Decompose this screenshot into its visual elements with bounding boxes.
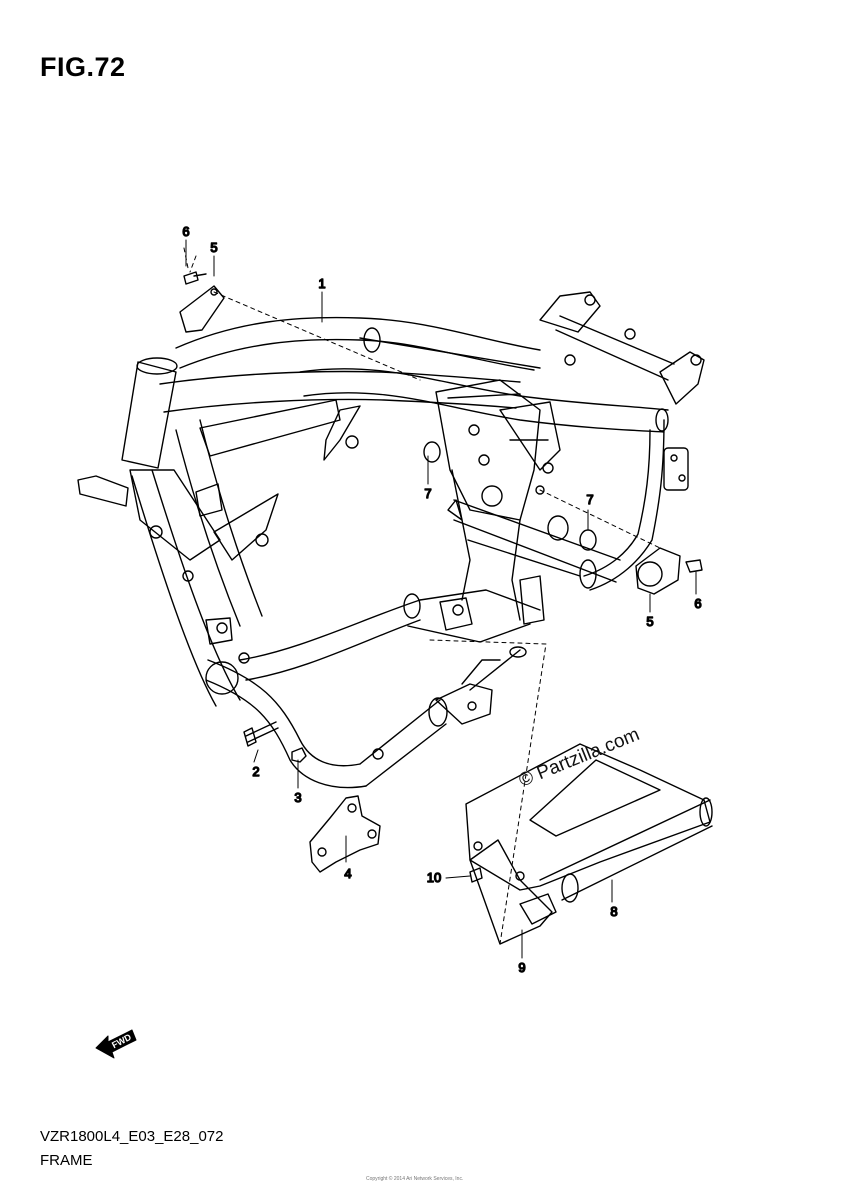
callout-9-guard: 9 xyxy=(518,960,525,975)
callout-7-right-plug: 7 xyxy=(586,492,593,507)
bracket-part-4 xyxy=(309,795,381,873)
callout-4-bracket: 4 xyxy=(344,866,351,881)
callout-7-left-plug: 7 xyxy=(424,486,431,501)
model-code: VZR1800L4_E03_E28_072 xyxy=(40,1128,224,1145)
left-frame-cap-assembly xyxy=(179,271,225,333)
reference-dashed-lines xyxy=(183,247,661,945)
callout-2-bolt: 2 xyxy=(252,764,259,779)
forward-arrow-icon: FWD xyxy=(95,1029,137,1059)
left-frame-plug xyxy=(423,441,441,463)
callout-5-left-cap: 5 xyxy=(210,240,217,255)
right-frame-plug xyxy=(579,529,597,551)
engine-guard-assembly xyxy=(465,743,713,945)
figure-title: FIG.72 xyxy=(40,52,126,82)
right-frame-cap-assembly xyxy=(635,547,703,595)
nut-part-3 xyxy=(291,747,307,763)
callout-5-right-cap: 5 xyxy=(646,614,653,629)
callout-8-pipe: 8 xyxy=(610,904,617,919)
main-frame xyxy=(77,291,705,789)
callout-6-right-bolt: 6 xyxy=(694,596,701,611)
callout-leader-lines xyxy=(185,239,697,959)
callout-6-left-bolt: 6 xyxy=(182,224,189,239)
callout-3-nut: 3 xyxy=(294,790,301,805)
callout-1-frame: 1 xyxy=(318,276,325,291)
callout-10-screw: 10 xyxy=(427,870,441,885)
figure-name: FRAME xyxy=(40,1152,93,1169)
copyright-notice: Copyright © 2014 Ari Network Services, I… xyxy=(366,1176,464,1182)
bolt-part-2 xyxy=(243,721,279,747)
screw-part-10 xyxy=(469,867,483,883)
